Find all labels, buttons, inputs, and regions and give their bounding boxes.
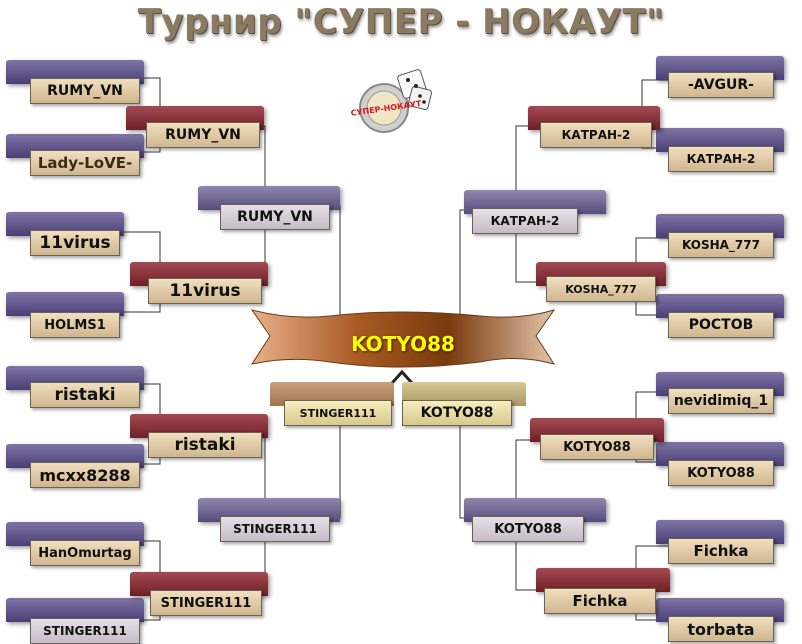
player-name: KOTYO88 [668, 460, 774, 486]
player-name: KOTYO88 [540, 434, 654, 460]
player-name: -AVGUR- [668, 72, 774, 98]
player-name: STINGER111 [284, 400, 392, 426]
player-name: STINGER111 [150, 590, 262, 616]
player-name: RUMY_VN [30, 78, 140, 104]
player-name: HOLMS1 [30, 312, 120, 338]
player-name: STINGER111 [30, 618, 140, 644]
player-name: nevidimiq_1 [668, 388, 774, 414]
player-name: POCTOB [668, 312, 774, 338]
player-name: ristaki [148, 432, 262, 458]
player-name: КАТРАН-2 [668, 146, 774, 172]
player-name: RUMY_VN [220, 204, 330, 230]
player-name: STINGER111 [220, 516, 330, 542]
player-name: Fichka [544, 588, 656, 614]
player-name: HanOmurtag [30, 540, 140, 566]
player-name: 11virus [148, 278, 262, 304]
player-name: КАТРАН-2 [540, 122, 652, 148]
player-name: Fichka [668, 538, 774, 564]
tournament-logo: СУПЕР-НОКАУТ [342, 66, 442, 136]
player-name: KOSHA_777 [546, 276, 656, 302]
player-name: 11virus [30, 230, 120, 256]
champion-name: KOTYO88 [351, 332, 455, 356]
player-name: RUMY_VN [146, 122, 260, 148]
player-name: KOTYO88 [472, 516, 584, 542]
player-name: КАТРАН-2 [472, 208, 578, 234]
player-name: mcxx8288 [30, 462, 140, 488]
player-name: Lady-LoVE- [30, 150, 140, 176]
page-title: Турнир "СУПЕР - НОКАУТ" [137, 2, 665, 42]
player-name: ristaki [30, 382, 140, 408]
player-name: torbata [668, 616, 774, 642]
player-name: KOSHA_777 [668, 232, 774, 258]
champion-banner: KOTYO88 [250, 306, 556, 386]
player-name: KOTYO88 [402, 400, 512, 426]
